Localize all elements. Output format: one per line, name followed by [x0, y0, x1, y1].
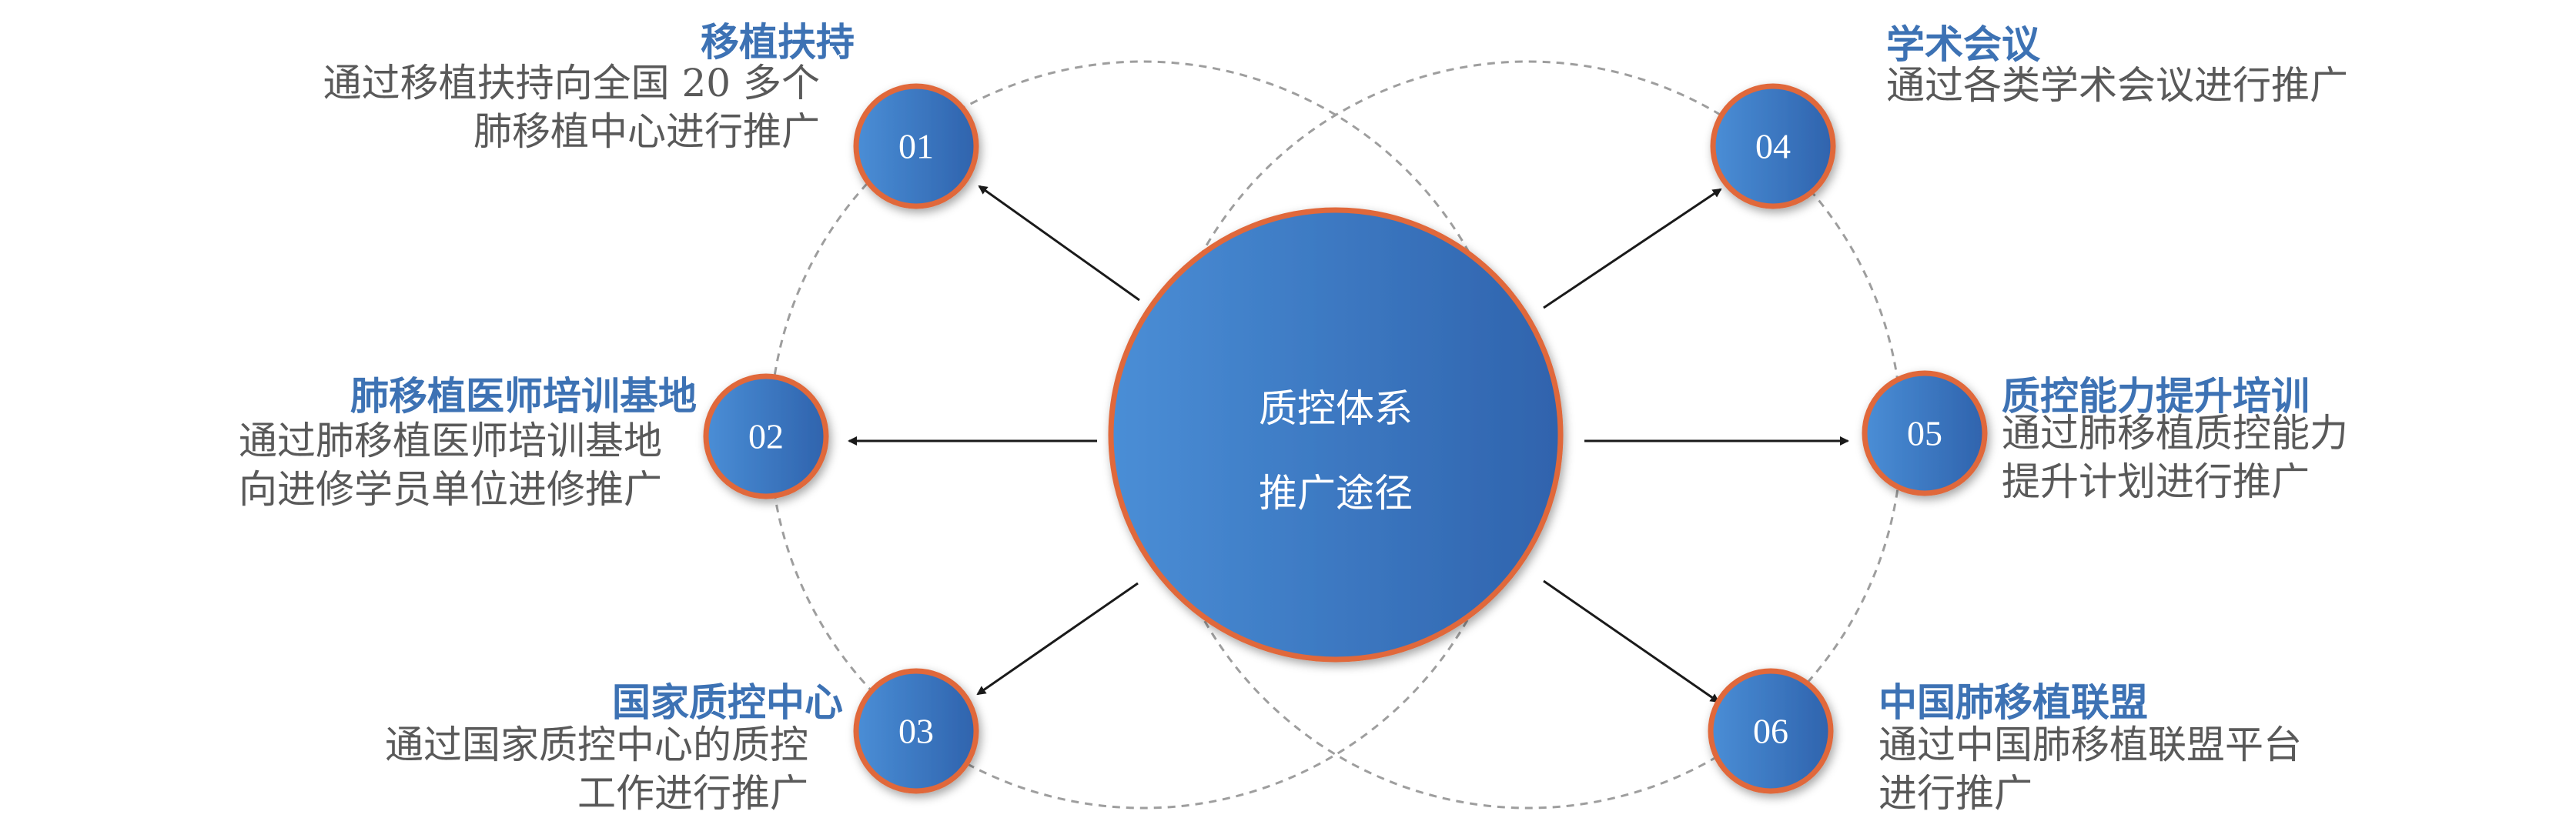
node-description-line: 通过肺移植质控能力: [2002, 411, 2348, 456]
node-number: 05: [1907, 414, 1942, 453]
node-description-line: 肺移植中心进行推广: [473, 109, 820, 154]
node-number: 03: [898, 712, 934, 751]
arrow-group: [848, 185, 1849, 703]
node-number: 06: [1753, 712, 1788, 751]
node-circle: [853, 83, 979, 209]
node-title: 移植扶持: [701, 20, 855, 65]
node-description-line: 通过各类学术会议进行推广: [1886, 63, 2348, 108]
node-description-line: 工作进行推广: [577, 771, 808, 816]
center-node: 质控体系 推广途径: [1108, 207, 1564, 663]
center-circle: [1108, 207, 1564, 663]
node-description-line: 通过国家质控中心的质控: [385, 723, 808, 767]
arrow-to-node-06: [1543, 579, 1720, 703]
node-circle: [853, 668, 979, 794]
node-circle: [703, 373, 829, 499]
node-description-line: 通过中国肺移植联盟平台: [1878, 723, 2302, 767]
arrow-to-node-03: [976, 582, 1139, 696]
center-label-line2: 推广途径: [1259, 471, 1413, 516]
node-title: 肺移植医师培训基地: [350, 374, 697, 419]
node-title: 中国肺移植联盟: [1878, 680, 2148, 725]
node-number: 02: [748, 417, 784, 456]
node-description-line: 进行推广: [1878, 771, 2032, 816]
node-circle: [1708, 668, 1834, 794]
node-description-line: 通过移植扶持向全国 20 多个: [323, 61, 820, 105]
node-circle: [1710, 83, 1836, 209]
node-description-line: 向进修学员单位进修推广: [239, 467, 662, 512]
node-title: 国家质控中心: [612, 680, 843, 725]
node-description-line: 提升计划进行推广: [2002, 459, 2310, 504]
node-circle: [1862, 370, 1988, 496]
node-number: 04: [1755, 127, 1791, 166]
node-title: 学术会议: [1886, 22, 2041, 67]
arrow-to-node-01: [978, 185, 1140, 302]
node-title: 质控能力提升培训: [2002, 374, 2310, 419]
node-number: 01: [898, 127, 934, 166]
arrow-to-node-04: [1543, 188, 1722, 309]
center-label-line1: 质控体系: [1259, 386, 1413, 431]
node-description-line: 通过肺移植医师培训基地: [239, 419, 662, 463]
